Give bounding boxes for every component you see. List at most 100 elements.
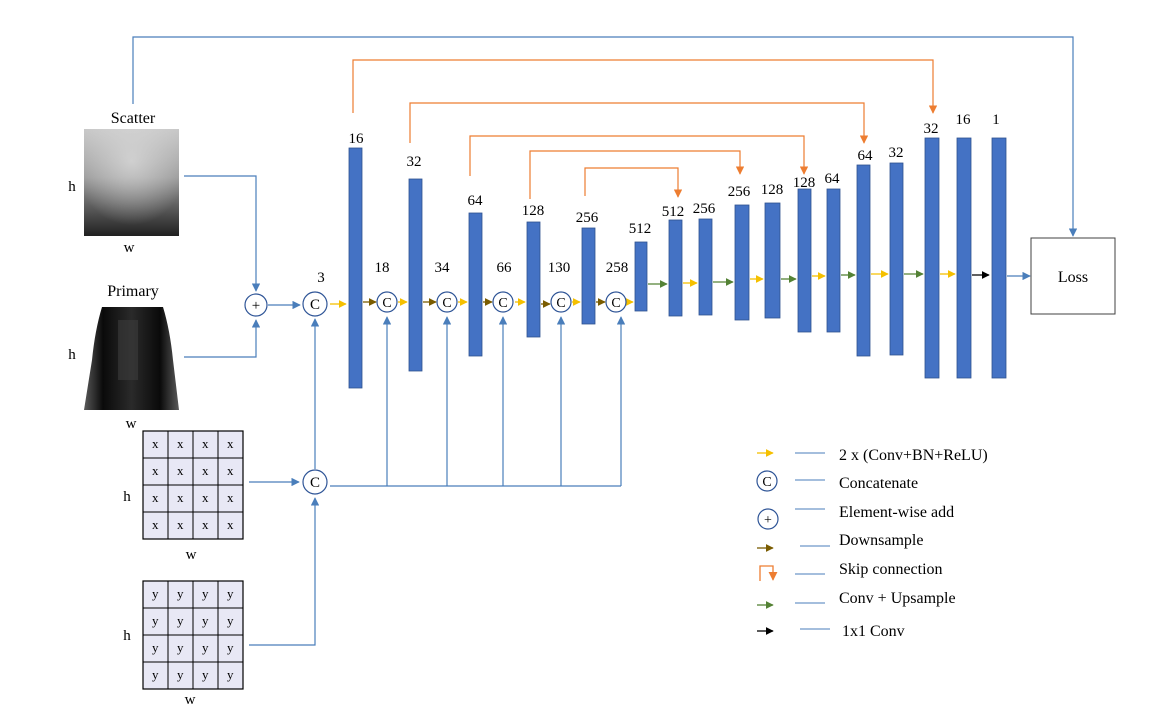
- decoder-label-256: 256: [693, 201, 716, 217]
- decoder-block-128: [764, 202, 781, 319]
- skip-connections: [352, 59, 938, 199]
- operation-nodes: + C C C C C C C: [244, 291, 627, 495]
- concat-node: C: [376, 291, 398, 313]
- y-grid-cell: y: [202, 586, 209, 601]
- loss-label: Loss: [1058, 269, 1088, 286]
- primary-h-label: h: [68, 347, 76, 363]
- output-label-1: 1: [992, 112, 1000, 128]
- encoder-block-256: [581, 227, 596, 325]
- legend-concat: C Concatenate: [756, 470, 918, 492]
- legend-label-skip: Skip connection: [839, 561, 943, 578]
- concat-label-130: 130: [548, 260, 571, 276]
- decoder-label-16: 16: [956, 112, 972, 128]
- decoder-label-32: 32: [889, 145, 904, 161]
- decoder-label-64: 64: [825, 171, 841, 187]
- y-grid-cell: y: [202, 667, 209, 682]
- decoder-label-256b: 256: [728, 184, 751, 200]
- add-node: +: [244, 293, 268, 317]
- decoder-block-16: [956, 137, 972, 379]
- concat-node: C: [302, 291, 328, 317]
- coordinate-concat-node: C: [302, 469, 328, 495]
- legend-conv: 2 x (Conv+BN+ReLU): [757, 447, 988, 464]
- primary-to-add-line: [184, 319, 261, 358]
- y-grid-cell: y: [202, 640, 209, 655]
- x-grid-cell: x: [152, 463, 159, 478]
- encoder-block-16: [348, 147, 363, 389]
- legend-label-one-by-one: 1x1 Conv: [842, 623, 905, 640]
- decoder-block-512: [668, 219, 683, 317]
- y-grid-cell: y: [152, 586, 159, 601]
- x-grid-cell: x: [227, 517, 234, 532]
- skip-connection-16: [352, 59, 938, 114]
- scatter-to-loss-line: [132, 36, 1078, 237]
- decoder-label-512: 512: [662, 204, 685, 220]
- concat-node: C: [605, 291, 627, 313]
- x-grid-cell: x: [177, 436, 184, 451]
- decoder-label-128b: 128: [793, 175, 816, 191]
- encoder-label-16: 16: [349, 131, 365, 147]
- legend-skip: Skip connection: [759, 561, 943, 581]
- svg-text:C: C: [442, 296, 451, 311]
- skip-connection-32: [409, 102, 869, 144]
- primary-title: Primary: [107, 283, 159, 300]
- x-grid-cell: x: [202, 436, 209, 451]
- x-grid-cell: x: [227, 436, 234, 451]
- x-grid-cell: x: [152, 490, 159, 505]
- encoder-block-64: [468, 212, 483, 357]
- decoder-block-64b: [856, 164, 871, 357]
- concat-label-258: 258: [606, 260, 629, 276]
- decoder-label-64b: 64: [858, 148, 874, 164]
- legend: 2 x (Conv+BN+ReLU) C Concatenate + Eleme…: [756, 447, 988, 640]
- loss-box: Loss: [1030, 237, 1116, 315]
- concat-label-3: 3: [317, 270, 325, 286]
- y-grid-cell: y: [227, 667, 234, 682]
- x-grid-h-label: h: [123, 489, 131, 505]
- bottleneck-label-512: 512: [629, 221, 652, 237]
- y-grid-w-label: w: [185, 692, 196, 708]
- decoder-block-256: [698, 218, 713, 316]
- x-grid-cell: x: [202, 463, 209, 478]
- svg-text:C: C: [611, 296, 620, 311]
- concat-label-34: 34: [435, 260, 451, 276]
- legend-label-conv: 2 x (Conv+BN+ReLU): [839, 447, 988, 464]
- legend-upsample: Conv + Upsample: [757, 590, 956, 609]
- svg-text:C: C: [382, 296, 391, 311]
- encoder-label-128: 128: [522, 203, 545, 219]
- x-grid-cell: x: [202, 490, 209, 505]
- primary-input: Primary h w: [68, 283, 179, 432]
- x-grid-cell: x: [177, 517, 184, 532]
- channel-labels: 16 32 64 128 256 512 3 18 34 66 130 258 …: [317, 112, 1000, 286]
- legend-one-by-one: 1x1 Conv: [757, 623, 905, 640]
- input-connectors: [132, 36, 1078, 646]
- decoder-block-128b: [797, 188, 812, 333]
- y-grid-cell: y: [152, 667, 159, 682]
- output-block-1: [991, 137, 1007, 379]
- legend-add: + Element-wise add: [757, 504, 954, 530]
- x-grid-cell: x: [152, 517, 159, 532]
- concat-node: C: [436, 291, 458, 313]
- scatter-to-add-line: [184, 175, 261, 292]
- skip-connection-128: [529, 150, 745, 199]
- skip-connection-64: [469, 135, 809, 176]
- x-grid-cell: x: [202, 517, 209, 532]
- skip-connection-256: [584, 167, 683, 198]
- encoder-block-32: [408, 178, 423, 372]
- concat-label-18: 18: [375, 260, 390, 276]
- primary-w-label: w: [126, 416, 137, 432]
- y-grid-h-label: h: [123, 628, 131, 644]
- y-grid-cell: y: [227, 640, 234, 655]
- x-grid-w-label: w: [186, 547, 197, 563]
- encoder-label-256: 256: [576, 210, 599, 226]
- legend-label-add: Element-wise add: [839, 504, 954, 521]
- concat-node: C: [492, 291, 514, 313]
- encoder-label-32: 32: [407, 154, 422, 170]
- scatter-h-label: h: [68, 179, 76, 195]
- y-grid-cell: y: [177, 640, 184, 655]
- y-grid-cell: y: [177, 613, 184, 628]
- decoder-block-256b: [734, 204, 750, 321]
- svg-text:+: +: [764, 513, 772, 528]
- y-grid-cell: y: [152, 640, 159, 655]
